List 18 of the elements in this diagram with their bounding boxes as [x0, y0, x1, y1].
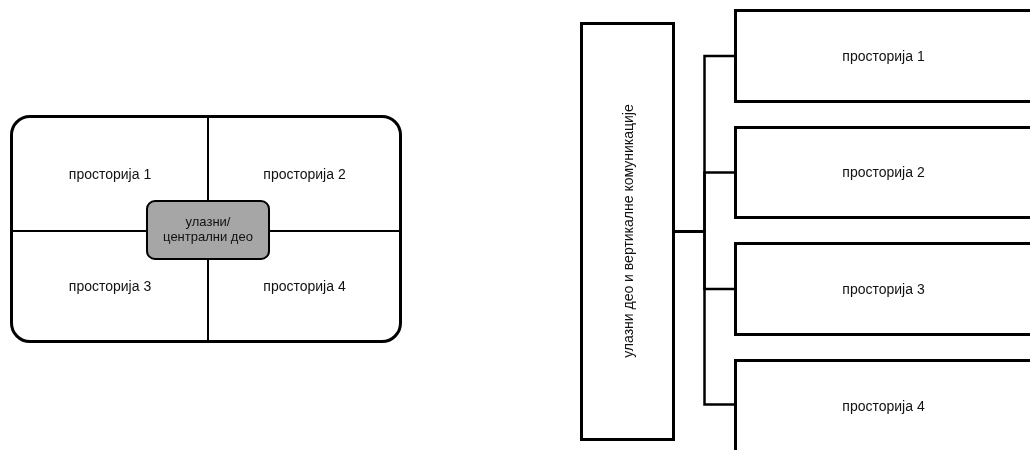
room-label: просторија 3	[67, 278, 153, 295]
room-label: улазни/ централни део	[162, 215, 254, 245]
room-box	[734, 9, 1030, 103]
room-label: просторија 4	[262, 278, 347, 295]
connector-line	[675, 230, 734, 406]
vertical-box	[580, 22, 675, 441]
room-label: просторија 1	[67, 165, 153, 183]
central-area-box	[146, 200, 270, 260]
room-label: просторија 2	[841, 164, 926, 181]
room-box	[734, 126, 1030, 219]
room-label: просторија 4	[841, 397, 926, 415]
room-label: просторија 1	[841, 47, 926, 65]
room-box	[734, 242, 1030, 336]
vertical-label: улазни део и вертикалне комуникације	[619, 104, 636, 359]
floor-plan-box	[10, 115, 402, 343]
room-label: просторија 3	[841, 280, 926, 298]
room-label: просторија 2	[262, 165, 347, 183]
room-box	[734, 359, 1030, 450]
